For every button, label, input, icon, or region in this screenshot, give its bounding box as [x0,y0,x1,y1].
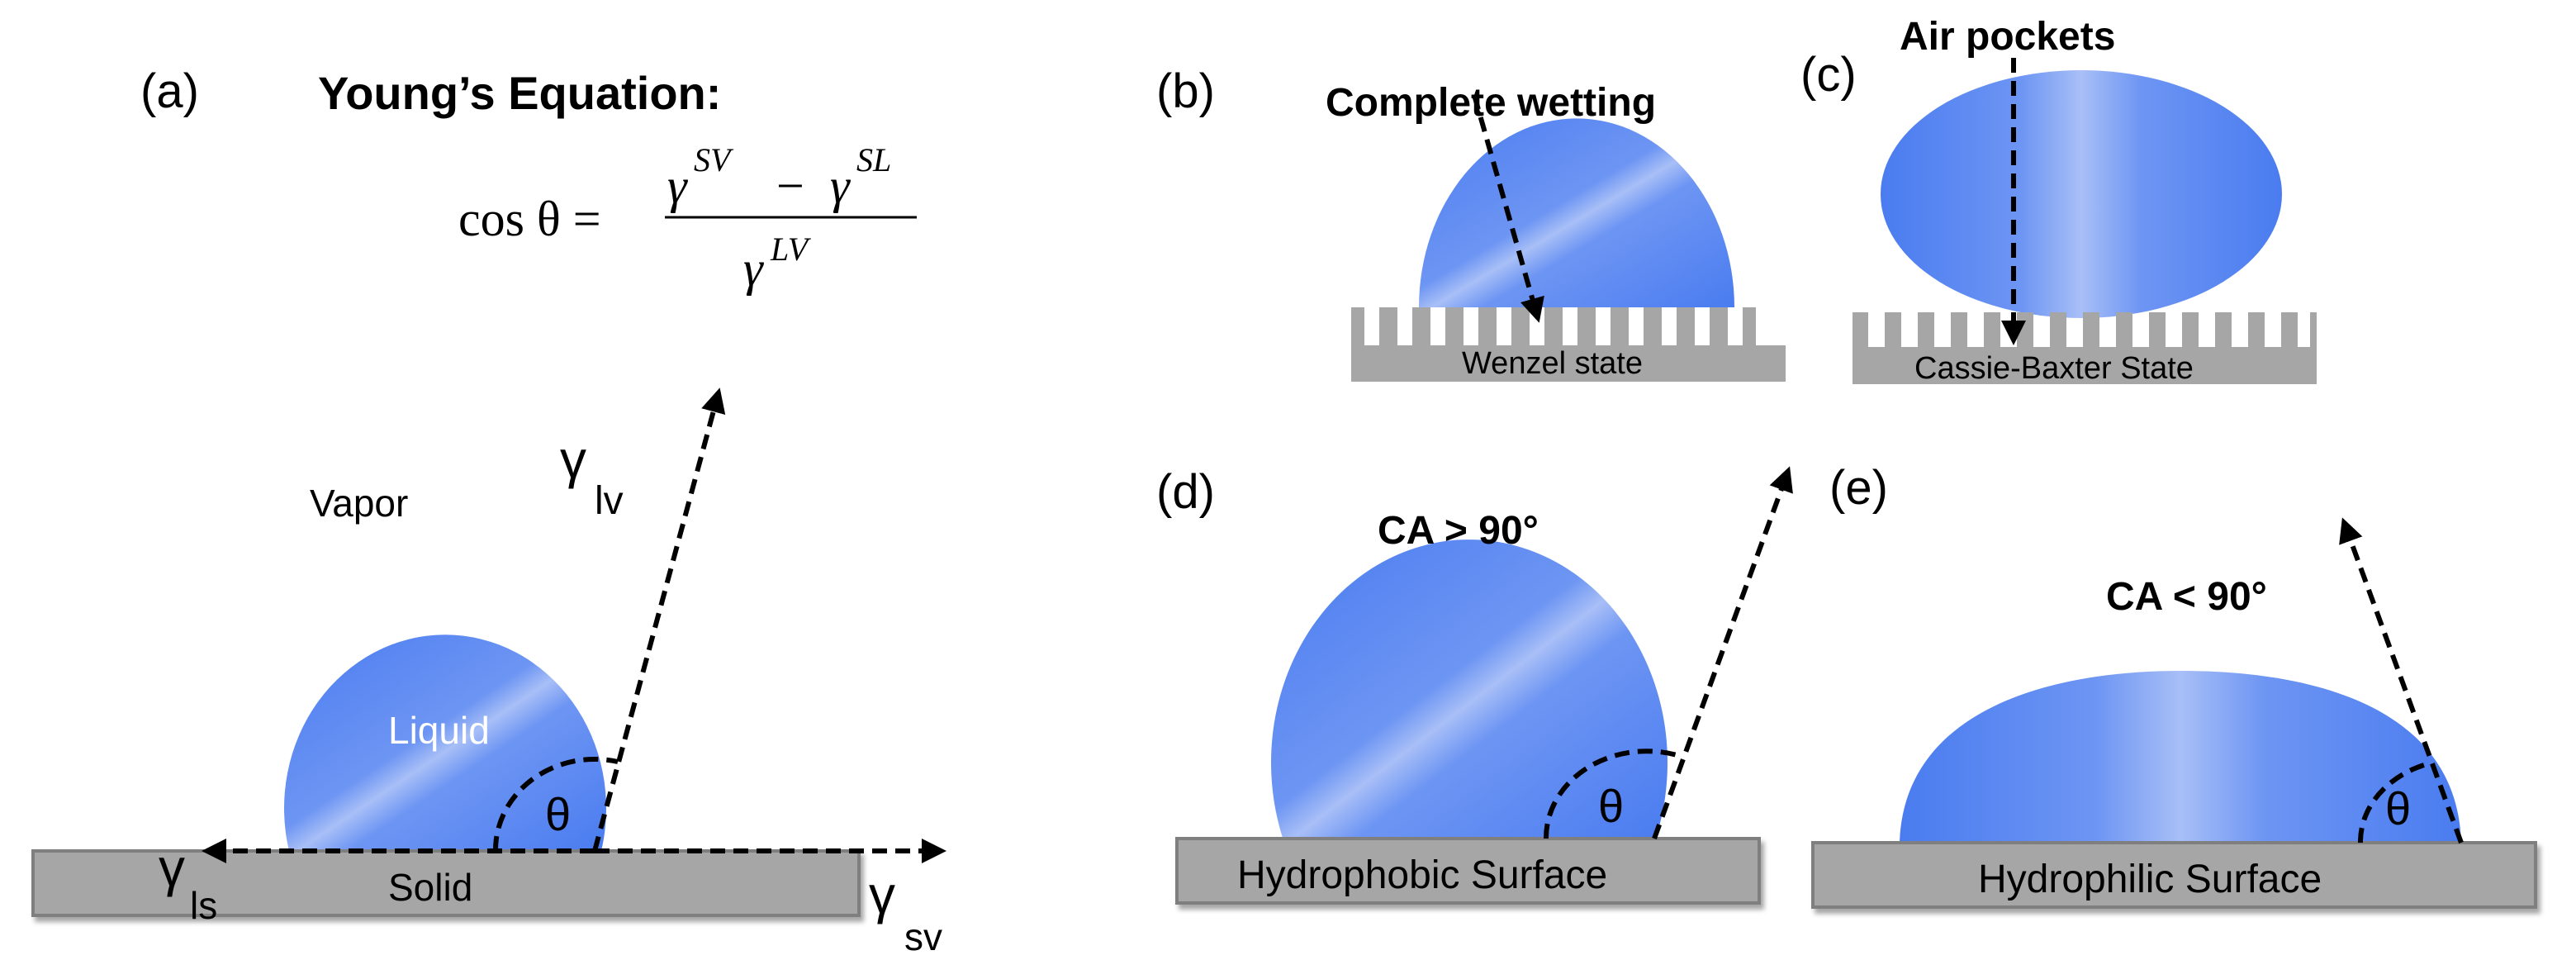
hydrophobic-droplet [1271,539,1668,843]
vapor-label: Vapor [310,482,408,525]
equation-gamma-sv: γ [667,159,688,213]
hydrophilic-surface-label: Hydrophilic Surface [1978,858,2322,901]
gamma-ls-subscript: ls [190,884,217,927]
equation-gamma-lv: γ [743,241,764,296]
cassie-baxter-droplet [1881,70,2282,318]
panel-d: (d) Hydrophobic Surface CA > 90° θ [1156,465,1793,905]
gamma-ls-symbol: γ [159,838,185,897]
hydrophilic-surface [1811,841,2537,909]
hydrophilic-theta: θ [2385,782,2411,834]
equation-lhs: cos θ = [458,192,601,246]
complete-wetting-arrow [1472,94,1544,323]
solid-label: Solid [388,866,472,909]
panel-d-label: (d) [1156,465,1215,519]
equation-sl-superscript: SL [856,141,891,178]
panel-b: (b) Wenzel state Complete wetting [1156,64,1786,382]
panel-c-label: (c) [1800,48,1857,102]
panel-a: (a) Young’s Equation: cos θ = γ SV − γ S… [31,64,946,958]
gamma-sv-subscript: sv [904,915,942,958]
liquid-droplet [284,634,607,851]
wenzel-droplet [1419,118,1734,307]
young-equation: cos θ = γ SV − γ SL γ LV [458,141,917,296]
theta-symbol: θ [545,788,571,840]
complete-wetting-label: Complete wetting [1326,81,1656,125]
equation-gamma-sl: γ [830,159,851,213]
wenzel-rough-surface [1351,307,1786,382]
air-pockets-label: Air pockets [1900,15,2115,59]
panel-a-label: (a) [140,64,199,118]
ca-less-90-label: CA < 90° [2106,575,2267,619]
ca-greater-90-label: CA > 90° [1378,509,1539,553]
wenzel-state-label: Wenzel state [1462,346,1643,381]
gamma-lv-subscript: lv [595,479,624,523]
liquid-label: Liquid [388,709,490,752]
equation-minus: − [776,159,804,213]
hydrophilic-tangent-arrow [2339,517,2464,844]
hydrophilic-angle-arc [2357,762,2427,844]
panel-b-label: (b) [1156,64,1215,118]
hydrophobic-angle-arc [1543,749,1681,839]
hydrophobic-surface [1175,837,1761,905]
equation-sv-superscript: SV [694,141,734,178]
panel-c: (c) Cassie-Baxter State Air pockets [1800,15,2317,386]
hydrophobic-surface-label: Hydrophobic Surface [1237,853,1607,897]
cassie-baxter-state-label: Cassie-Baxter State [1914,351,2194,386]
solid-surface [31,849,861,917]
young-equation-title: Young’s Equation: [318,67,721,119]
hydrophilic-droplet [1900,671,2461,843]
panel-e-label: (e) [1829,461,1888,515]
gamma-lv-arrow [592,387,726,852]
equation-lv-superscript: LV [770,230,812,268]
contact-angle-arc [492,756,619,852]
panel-e: (e) Hydrophilic Surface CA < 90° θ [1811,461,2537,909]
hydrophobic-theta: θ [1598,780,1624,832]
gamma-sv-symbol: γ [869,865,895,924]
gamma-lv-symbol: γ [560,430,586,489]
hydrophobic-tangent-arrow [1652,466,1793,840]
cassie-baxter-rough-surface [1853,312,2317,384]
